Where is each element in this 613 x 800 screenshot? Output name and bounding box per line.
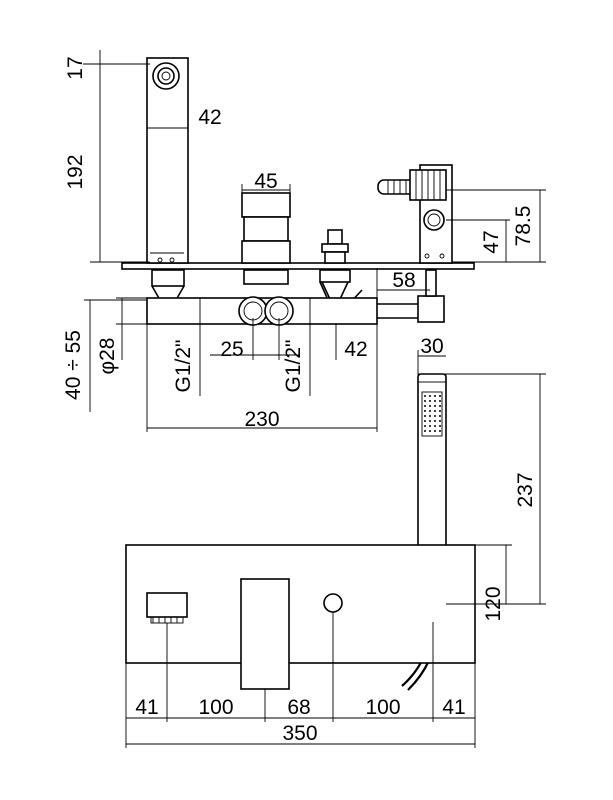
dim-plate-height: 120 [482, 586, 505, 621]
mixer-body [241, 192, 291, 285]
spray-nozzle-dot [424, 430, 426, 432]
dim-inlet-spacing: 25 [220, 338, 243, 361]
dim-front-d: 100 [365, 696, 400, 719]
dim-mixer-width: 45 [254, 170, 277, 193]
front-mixer-lever [240, 578, 290, 690]
dim-spout-width: 42 [198, 106, 221, 129]
spray-nozzle-dot [434, 425, 436, 427]
spout-connector [151, 269, 185, 301]
dim-total-depth: 230 [244, 408, 279, 431]
spray-nozzle-dot [434, 395, 436, 397]
dim-spout-top: 17 [64, 56, 87, 79]
spray-nozzle-dot [424, 425, 426, 427]
spray-nozzle-dot [429, 425, 431, 427]
front-diverter-knob [323, 593, 343, 613]
spray-nozzle-dot [439, 400, 441, 402]
spray-nozzle-dot [439, 395, 441, 397]
dim-hand-shower-length: 237 [514, 472, 537, 507]
spray-nozzle-dot [439, 425, 441, 427]
spray-nozzle-dot [424, 410, 426, 412]
holder-knob [377, 169, 447, 201]
spray-nozzle-dot [439, 405, 441, 407]
spray-nozzle-dot [429, 410, 431, 412]
spray-nozzle-dot [439, 420, 441, 422]
spray-nozzle-dot [429, 430, 431, 432]
spray-nozzle-dot [429, 400, 431, 402]
dim-hand-shower-width: 30 [420, 335, 443, 358]
dim-front-a: 41 [135, 696, 158, 719]
dim-inlet-right: G1/2" [282, 340, 305, 393]
dim-holder-center: 47 [480, 230, 503, 253]
dim-front-b: 100 [198, 696, 233, 719]
spray-nozzle-dot [429, 405, 431, 407]
spray-nozzle-dot [434, 410, 436, 412]
dim-outlet-offset: 58 [392, 269, 415, 292]
spray-nozzle-dot [439, 410, 441, 412]
spray-nozzle-dot [434, 415, 436, 417]
spray-nozzle-dot [424, 405, 426, 407]
spray-nozzles [424, 395, 441, 432]
dim-inlet-left: G1/2" [172, 340, 195, 393]
spray-nozzle-dot [434, 400, 436, 402]
dim-front-e: 41 [442, 696, 465, 719]
spout [146, 57, 189, 264]
spray-nozzle-dot [439, 430, 441, 432]
dim-depth-range: 40 ÷ 55 [62, 330, 85, 400]
spray-nozzle-dot [424, 415, 426, 417]
dim-pipe-diameter: φ28 [96, 338, 119, 375]
spray-nozzle-dot [429, 415, 431, 417]
spray-nozzle-dot [424, 400, 426, 402]
spray-nozzle-dot [434, 430, 436, 432]
deck-plate [121, 262, 475, 270]
front-plate [125, 544, 476, 664]
shower-outlet [417, 269, 445, 323]
dim-hand-shower-holder: 78.5 [512, 206, 535, 247]
spray-nozzle-dot [434, 405, 436, 407]
spray-nozzle-dot [429, 420, 431, 422]
spray-nozzle-dot [429, 395, 431, 397]
spray-nozzle-dot [424, 395, 426, 397]
dim-plate-width: 350 [282, 722, 317, 745]
dim-spout-height: 192 [64, 154, 87, 189]
front-spout [146, 592, 188, 624]
dim-diverter-width: 42 [344, 338, 367, 361]
spray-nozzle-dot [424, 420, 426, 422]
dimension-lines: 17 192 42 45 78.5 47 58 40 ÷ 55 φ28 G1/2… [62, 50, 546, 748]
spray-nozzle-dot [439, 415, 441, 417]
spray-nozzle-dot [434, 420, 436, 422]
dim-front-c: 68 [287, 696, 310, 719]
